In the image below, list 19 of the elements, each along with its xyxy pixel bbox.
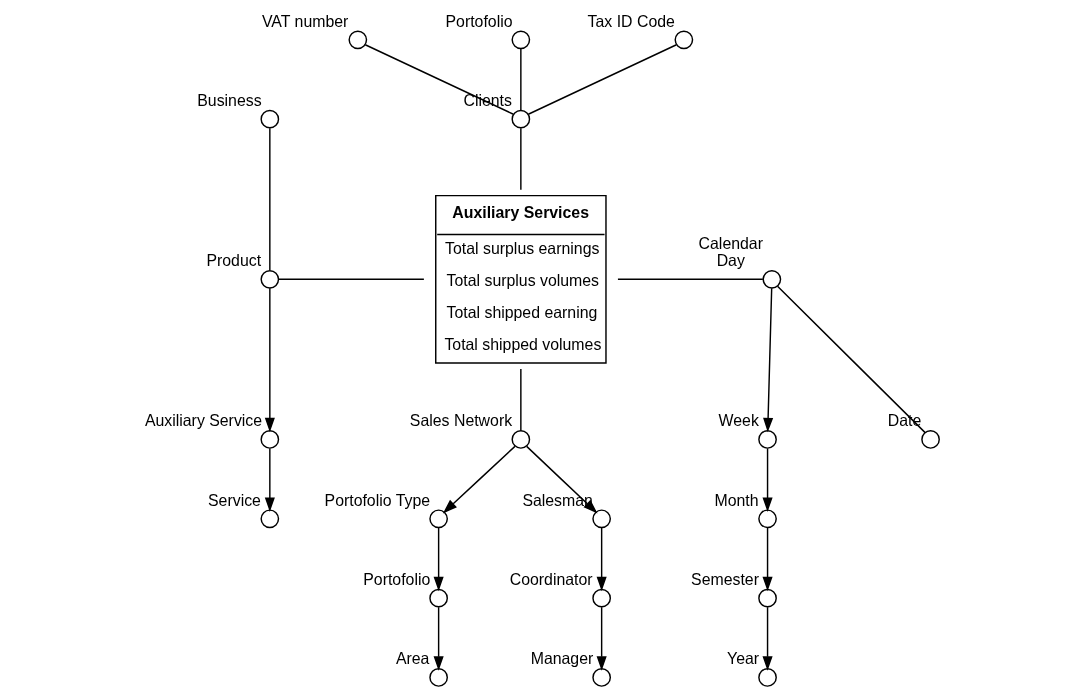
node-label: Business	[196, 91, 262, 109]
node-label: Semester	[690, 570, 759, 588]
node-label: Coordinator	[509, 570, 593, 588]
node-label: Sales Network	[409, 412, 512, 430]
node-label: Portofolio Type	[324, 491, 430, 509]
node-label: Manager	[530, 650, 593, 668]
node-label: Week	[718, 412, 759, 430]
node-label: Service	[207, 491, 261, 509]
node-label: Portofolio	[445, 12, 513, 30]
node-label: Month	[714, 491, 759, 509]
node-label: Product	[205, 252, 261, 270]
node-label: Area	[395, 650, 429, 668]
node-label: Tax ID Code	[587, 12, 675, 30]
node-label: Calendar	[698, 234, 763, 252]
node-label: Auxiliary Service	[144, 412, 262, 430]
node-label: Portofolio	[362, 570, 430, 588]
node-label: VAT number	[261, 12, 348, 30]
node-label: Day	[716, 252, 745, 270]
node-label: Year	[726, 650, 759, 668]
